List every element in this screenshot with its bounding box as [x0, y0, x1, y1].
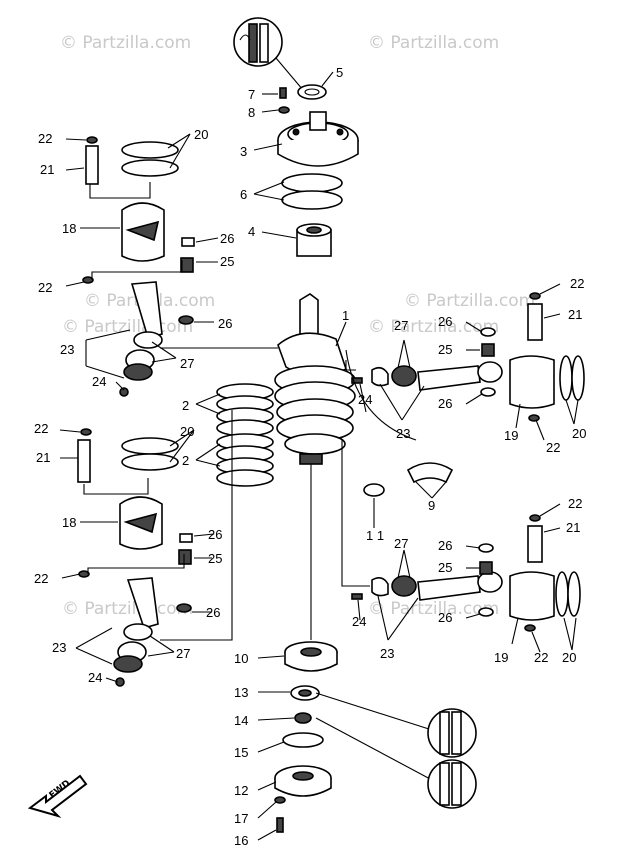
connecting-rod-part: [130, 281, 163, 339]
callout-label: 27: [394, 318, 408, 333]
forward-arrow-icon: FWD: [27, 774, 88, 819]
callout-label: 23: [52, 640, 66, 655]
callout-label: 18: [62, 515, 76, 530]
callout-label: 25: [438, 560, 452, 575]
callout-label: 22: [34, 571, 48, 586]
piston-ring-stack: [216, 383, 274, 487]
watermark: © Partzilla.com: [62, 317, 193, 337]
watermark: © Partzilla.com: [368, 33, 499, 53]
callout-label: 14: [234, 713, 248, 728]
callout-label: 5: [336, 65, 343, 80]
callout-label: 4: [248, 224, 255, 239]
callout-label: 26: [438, 610, 452, 625]
callout-label: 17: [234, 811, 248, 826]
callout-label: 24: [92, 374, 106, 389]
callout-label: 25: [438, 342, 452, 357]
callout-label: 1: [342, 308, 349, 323]
callout-label: 20: [194, 127, 208, 142]
callout-label: 21: [40, 162, 54, 177]
callout-label: 25: [220, 254, 234, 269]
callout-label: 22: [34, 421, 48, 436]
crankshaft-assembly: [233, 17, 477, 833]
callout-label: 22: [546, 440, 560, 455]
callout-label: 23: [60, 342, 74, 357]
callout-label: 13: [234, 685, 248, 700]
callout-label: 19: [494, 650, 508, 665]
callout-label: 22: [568, 496, 582, 511]
watermark: © Partzilla.com: [404, 291, 535, 311]
callout-label: 2: [182, 398, 189, 413]
callout-label: 19: [504, 428, 518, 443]
watermark-layer: © Partzilla.com © Partzilla.com © Partzi…: [60, 33, 535, 619]
callout-label: 22: [38, 131, 52, 146]
oil-seal-part: [297, 84, 327, 100]
washer-part: [278, 106, 290, 114]
callout-label: 2: [182, 453, 189, 468]
callout-label: 20: [562, 650, 576, 665]
callout-label: 22: [38, 280, 52, 295]
callout-label: 24: [88, 670, 102, 685]
detail-pin: [248, 23, 258, 63]
callout-label: 16: [234, 833, 248, 848]
callout-label: 18: [62, 221, 76, 236]
watermark: © Partzilla.com: [368, 317, 499, 337]
callout-label: 20: [180, 424, 194, 439]
callout-label: 15: [234, 745, 248, 760]
callout-label: 21: [36, 450, 50, 465]
callout-label: 10: [234, 651, 248, 666]
ring-part: [281, 173, 343, 193]
callout-label: 26: [220, 231, 234, 246]
callout-label: 26: [438, 314, 452, 329]
callout-label: 21: [566, 520, 580, 535]
upper-right-piston-group: [345, 292, 585, 441]
callout-labels: 1 2 2 3 4 5 6 7 8 9 10 1 1 12 13 14 15 1…: [34, 65, 586, 848]
callout-label: 9: [428, 498, 435, 513]
callout-label: 20: [572, 426, 586, 441]
piston-pin-part: [85, 145, 99, 185]
callout-label: 26: [206, 605, 220, 620]
callout-label: 22: [570, 276, 584, 291]
watermark: © Partzilla.com: [368, 599, 499, 619]
watermark: © Partzilla.com: [62, 599, 193, 619]
callout-label: 27: [180, 356, 194, 371]
clip-part: [363, 483, 385, 497]
connecting-rod-part: [417, 365, 481, 391]
callout-label: 23: [380, 646, 394, 661]
callout-label: 1 1: [366, 528, 384, 543]
callout-label: 7: [248, 87, 255, 102]
callout-label: 26: [438, 538, 452, 553]
callout-label: 23: [396, 426, 410, 441]
callout-label: 21: [568, 307, 582, 322]
lower-left-piston-group: [77, 410, 233, 687]
crankshaft-part: [299, 293, 319, 341]
callout-label: 27: [394, 536, 408, 551]
callout-label: 26: [218, 316, 232, 331]
callout-label: 3: [240, 144, 247, 159]
ring-part: [281, 190, 343, 210]
lower-right-piston-group: [341, 440, 581, 632]
callout-label: 12: [234, 783, 248, 798]
callout-label: 24: [352, 614, 366, 629]
callout-label: 6: [240, 187, 247, 202]
callout-label: 26: [208, 527, 222, 542]
leader-lines: [59, 71, 579, 841]
callout-label: 27: [176, 646, 190, 661]
callout-label: 24: [358, 392, 372, 407]
watermark: © Partzilla.com: [60, 33, 191, 53]
callout-label: 22: [534, 650, 548, 665]
callout-label: 25: [208, 551, 222, 566]
bolt-part: [279, 87, 287, 99]
bearing-half-part: [406, 462, 454, 484]
callout-label: 26: [438, 396, 452, 411]
detail-circle-top: [233, 17, 283, 67]
callout-label: 8: [248, 105, 255, 120]
piston-part: [509, 355, 555, 409]
